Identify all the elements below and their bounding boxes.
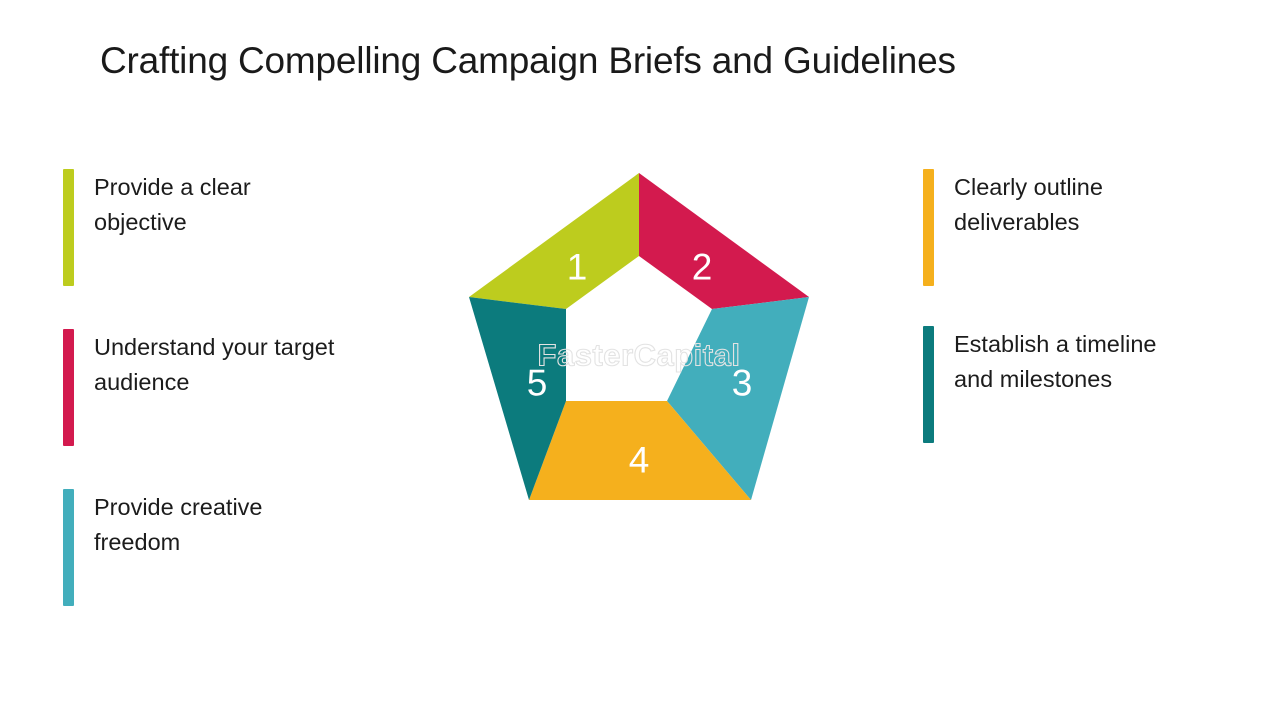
pentagon-segment-1-number: 1 xyxy=(567,247,588,288)
accent-bar-dark-teal xyxy=(923,326,934,443)
accent-bar-light-teal xyxy=(63,489,74,606)
accent-bar-lime xyxy=(63,169,74,286)
accent-bar-crimson xyxy=(63,329,74,446)
list-item-understand-target-audience[interactable]: Understand your target audience xyxy=(63,329,334,446)
pentagon-segment-1[interactable] xyxy=(469,173,639,309)
pentagon-segment-5-number: 5 xyxy=(527,363,548,404)
left-label-column: Provide a clear objective Understand you… xyxy=(63,0,463,720)
pentagon-segment-3-number: 3 xyxy=(732,363,753,404)
pentagon-segment-2-number: 2 xyxy=(692,247,713,288)
list-item-label: Clearly outline deliverables xyxy=(954,174,1103,235)
list-item-label: Understand your target audience xyxy=(94,334,335,395)
pentagon-segment-4[interactable] xyxy=(529,401,751,500)
fastercapital-watermark: FasterCapital xyxy=(538,338,741,373)
pentagon-segment-2[interactable] xyxy=(639,173,809,309)
accent-bar-orange xyxy=(923,169,934,286)
list-item-provide-clear-objective[interactable]: Provide a clear objective xyxy=(63,169,251,286)
list-item-label: Provide creative freedom xyxy=(94,494,263,555)
list-item-label: Establish a timeline and milestones xyxy=(954,331,1157,392)
page-title: Crafting Compelling Campaign Briefs and … xyxy=(100,39,956,81)
list-item-establish-timeline-milestones[interactable]: Establish a timeline and milestones xyxy=(923,326,1156,443)
list-item-label: Provide a clear objective xyxy=(94,174,251,235)
list-item-provide-creative-freedom[interactable]: Provide creative freedom xyxy=(63,489,263,606)
pentagon-segment-3[interactable] xyxy=(667,297,809,500)
pentagon-segment-5[interactable] xyxy=(469,297,566,500)
list-item-clearly-outline-deliverables[interactable]: Clearly outline deliverables xyxy=(923,169,1103,286)
pentagon-segment-4-number: 4 xyxy=(629,440,650,481)
pentagon-ring-diagram: FasterCapital 1 2 3 4 5 xyxy=(455,155,825,525)
right-label-column: Clearly outline deliverables Establish a… xyxy=(923,0,1253,720)
